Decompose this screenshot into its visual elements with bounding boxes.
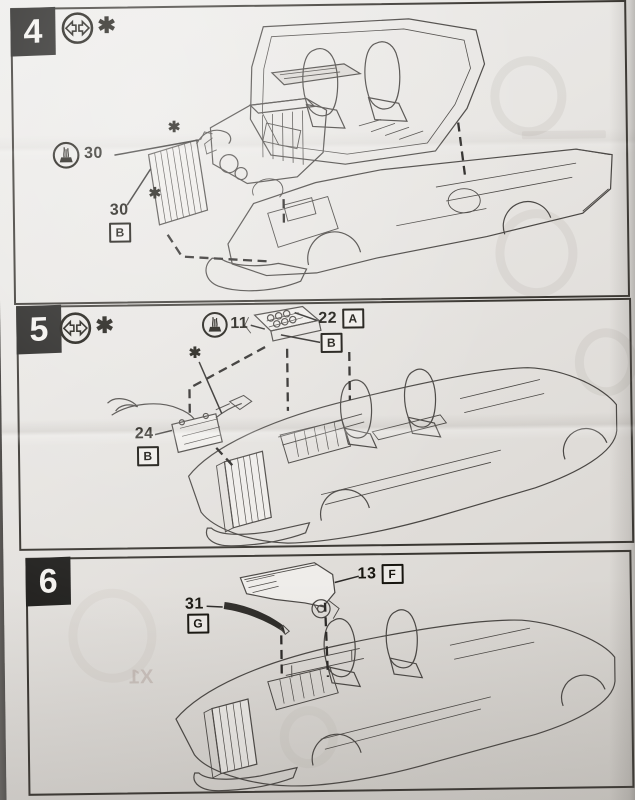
press-fit-arrows-icon xyxy=(58,311,93,350)
header-asterisk: ✱ xyxy=(95,312,114,338)
sprue-letter: B xyxy=(109,222,132,243)
sprue-letter: A xyxy=(341,308,365,329)
sprue-box: B xyxy=(320,332,343,353)
part-callout: 30 xyxy=(110,201,129,219)
part-number: 30 xyxy=(83,144,104,163)
part-callout: 31 xyxy=(185,596,204,614)
asterisk-marker: ✱ xyxy=(148,185,162,203)
asterisk-marker: ✱ xyxy=(167,118,181,136)
step-5-panel: 5 ✱ 11 22 A xyxy=(16,297,635,551)
sprue-box: G xyxy=(187,613,210,634)
part-number: 22 xyxy=(318,309,338,327)
part-callout: 13 F xyxy=(357,563,404,585)
step-6-panel: X1 xyxy=(25,549,635,796)
glue-pot-icon xyxy=(52,141,80,174)
part-callout: 11 xyxy=(230,315,248,333)
part-number: 24 xyxy=(134,425,154,443)
part-number: 31 xyxy=(184,595,204,613)
sprue-letter: B xyxy=(136,446,160,467)
part-number: 13 xyxy=(357,565,377,583)
part-number: 11 xyxy=(230,314,249,333)
sprue-letter: B xyxy=(320,332,343,353)
sprue-box: B xyxy=(136,446,160,467)
step-number-box: 6 xyxy=(25,556,71,607)
header-asterisk: ✱ xyxy=(97,12,117,38)
step-6-line-art xyxy=(175,562,616,792)
step-number: 4 xyxy=(23,11,43,51)
glue-pot-icon xyxy=(201,311,228,343)
sprue-letter: G xyxy=(187,613,210,634)
part-callout: 22 A xyxy=(318,308,365,329)
press-fit-arrows-icon xyxy=(60,11,95,50)
step-5-line-art xyxy=(107,305,618,547)
step-number: 6 xyxy=(38,561,58,601)
asterisk-marker: ✱ xyxy=(188,344,202,362)
step-4-panel: 4 ✱ 30 30 xyxy=(10,0,631,305)
part-number: 30 xyxy=(109,201,129,219)
sprue-letter: F xyxy=(381,563,404,585)
step-4-line-art xyxy=(114,18,613,292)
part-callout: 30 xyxy=(84,145,103,163)
part-callout: 24 xyxy=(135,425,154,443)
step-number: 5 xyxy=(29,309,49,349)
step-number-box: 4 xyxy=(10,6,56,57)
step-number-box: 5 xyxy=(16,304,62,355)
sprue-box: B xyxy=(109,222,132,243)
